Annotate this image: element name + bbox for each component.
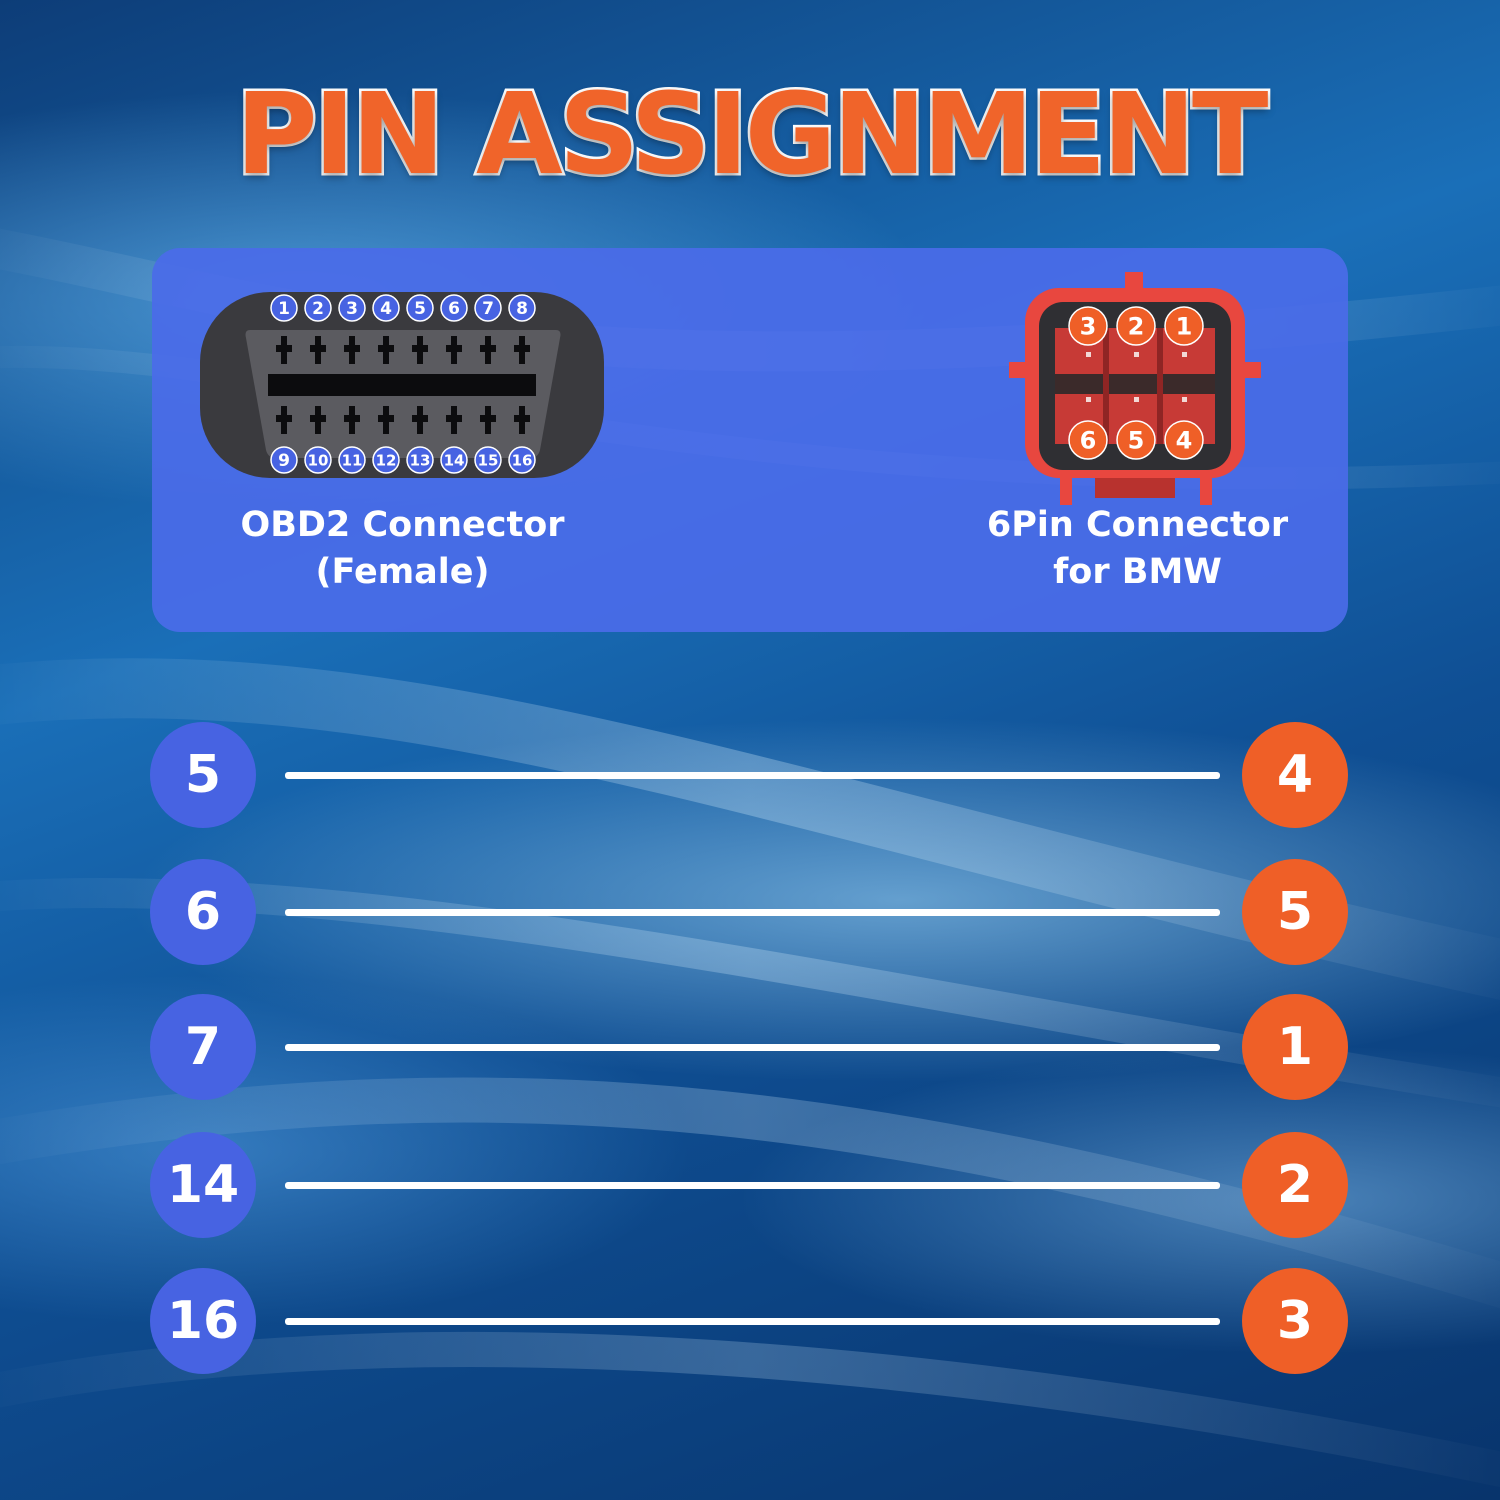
bmw-pin-marker bbox=[1116, 306, 1156, 346]
bmw-pin-marker bbox=[1116, 420, 1156, 460]
obd2-pin-label: 6 bbox=[448, 299, 460, 319]
obd2-pin-slot-crossbar bbox=[446, 415, 462, 422]
obd2-pin-marker bbox=[372, 294, 400, 322]
bmw-pin-label: 6 bbox=[1080, 427, 1097, 455]
obd2-pin-label: 15 bbox=[478, 451, 499, 469]
obd2-pin-marker bbox=[474, 446, 502, 474]
obd2-pin-slot-crossbar bbox=[344, 345, 360, 352]
obd2-pin-circle: 16 bbox=[150, 1268, 256, 1374]
connection-line bbox=[285, 772, 1220, 779]
bmw-pin-label: 1 bbox=[1176, 313, 1193, 341]
bmw-pin-circle: 3 bbox=[1242, 1268, 1348, 1374]
obd2-pin-marker bbox=[440, 446, 468, 474]
obd2-pin-marker bbox=[406, 446, 434, 474]
bmw-pin-label: 4 bbox=[1176, 427, 1193, 455]
bmw-pin-marker bbox=[1164, 420, 1204, 460]
obd2-pin-slot-crossbar bbox=[412, 415, 428, 422]
bmw-label-line2: for BMW bbox=[1053, 552, 1222, 592]
bmw-pin-marker bbox=[1164, 306, 1204, 346]
obd2-pin-circle: 14 bbox=[150, 1132, 256, 1238]
obd2-pin-slot-crossbar bbox=[480, 345, 496, 352]
obd2-pin-marker bbox=[304, 294, 332, 322]
obd2-pin-label: 5 bbox=[414, 299, 426, 319]
bmw-pin-marker bbox=[1068, 306, 1108, 346]
bmw-connector-label: 6Pin Connector for BMW bbox=[955, 502, 1320, 596]
obd2-pin-slot-crossbar bbox=[276, 415, 292, 422]
pin-mapping-row: 5 4 bbox=[150, 722, 1350, 830]
obd2-pin-marker bbox=[508, 294, 536, 322]
bmw-pin-circle: 2 bbox=[1242, 1132, 1348, 1238]
bmw-6pin-connector-illustration: 3 2 1 6 5 4 bbox=[1009, 272, 1261, 505]
obd2-pin-slot-crossbar bbox=[276, 345, 292, 352]
obd2-pin-slot-crossbar bbox=[310, 415, 326, 422]
bmw-pin-circle: 4 bbox=[1242, 722, 1348, 828]
obd2-pin-marker bbox=[474, 294, 502, 322]
obd2-pin-marker bbox=[338, 294, 366, 322]
connection-line bbox=[285, 1044, 1220, 1051]
obd2-label-line1: OBD2 Connector bbox=[240, 505, 565, 545]
connection-line bbox=[285, 909, 1220, 916]
obd2-pin-circle: 7 bbox=[150, 994, 256, 1100]
obd2-pin-slot-crossbar bbox=[480, 415, 496, 422]
obd2-pin-marker bbox=[372, 446, 400, 474]
obd2-pin-slot-crossbar bbox=[344, 415, 360, 422]
obd2-pin-slot-crossbar bbox=[378, 415, 394, 422]
obd2-pin-slot-crossbar bbox=[446, 345, 462, 352]
obd2-pin-label: 9 bbox=[278, 451, 290, 471]
pin-mapping-row: 16 3 bbox=[150, 1268, 1350, 1376]
obd2-pin-label: 16 bbox=[512, 451, 533, 469]
page-title: PIN ASSIGNMENT bbox=[233, 68, 1271, 203]
obd2-connector-label: OBD2 Connector (Female) bbox=[200, 502, 605, 596]
obd2-pin-label: 7 bbox=[482, 299, 494, 319]
obd2-pin-circle: 6 bbox=[150, 859, 256, 965]
obd2-pin-label: 3 bbox=[346, 299, 358, 319]
obd2-pin-slot-crossbar bbox=[378, 345, 394, 352]
bmw-pin-label: 5 bbox=[1128, 427, 1145, 455]
obd2-pin-marker bbox=[508, 446, 536, 474]
bmw-pin-circle: 1 bbox=[1242, 994, 1348, 1100]
obd2-pin-marker bbox=[338, 446, 366, 474]
obd2-pin-slot-crossbar bbox=[412, 345, 428, 352]
obd2-pin-label: 10 bbox=[308, 451, 329, 469]
obd2-pin-label: 11 bbox=[342, 451, 363, 469]
obd2-pin-marker bbox=[406, 294, 434, 322]
pin-mapping-row: 14 2 bbox=[150, 1132, 1350, 1240]
obd2-pin-marker bbox=[270, 446, 298, 474]
obd2-pin-marker bbox=[304, 446, 332, 474]
obd2-pin-slot-crossbar bbox=[310, 345, 326, 352]
obd2-pin-slot-crossbar bbox=[514, 415, 530, 422]
obd2-pin-label: 14 bbox=[444, 451, 465, 469]
bmw-pin-marker bbox=[1068, 420, 1108, 460]
pin-mapping-row: 7 1 bbox=[150, 994, 1350, 1102]
obd2-pin-circle: 5 bbox=[150, 722, 256, 828]
obd2-pin-label: 2 bbox=[312, 299, 324, 319]
bmw-pin-circle: 5 bbox=[1242, 859, 1348, 965]
connection-line bbox=[285, 1318, 1220, 1325]
connection-line bbox=[285, 1182, 1220, 1189]
obd2-pin-slot-crossbar bbox=[514, 345, 530, 352]
obd2-pin-label: 8 bbox=[516, 299, 528, 319]
obd2-pin-label: 12 bbox=[376, 451, 397, 469]
bmw-pin-label: 3 bbox=[1080, 313, 1097, 341]
pin-mapping-row: 6 5 bbox=[150, 859, 1350, 967]
bmw-pin-label: 2 bbox=[1128, 313, 1145, 341]
obd2-pin-marker bbox=[440, 294, 468, 322]
obd2-pin-label: 13 bbox=[410, 451, 431, 469]
obd2-pin-label: 4 bbox=[380, 299, 392, 319]
obd2-pin-label: 1 bbox=[278, 299, 290, 319]
obd2-label-line2: (Female) bbox=[315, 552, 490, 592]
obd2-pin-marker bbox=[270, 294, 298, 322]
bmw-label-line1: 6Pin Connector bbox=[986, 505, 1289, 545]
